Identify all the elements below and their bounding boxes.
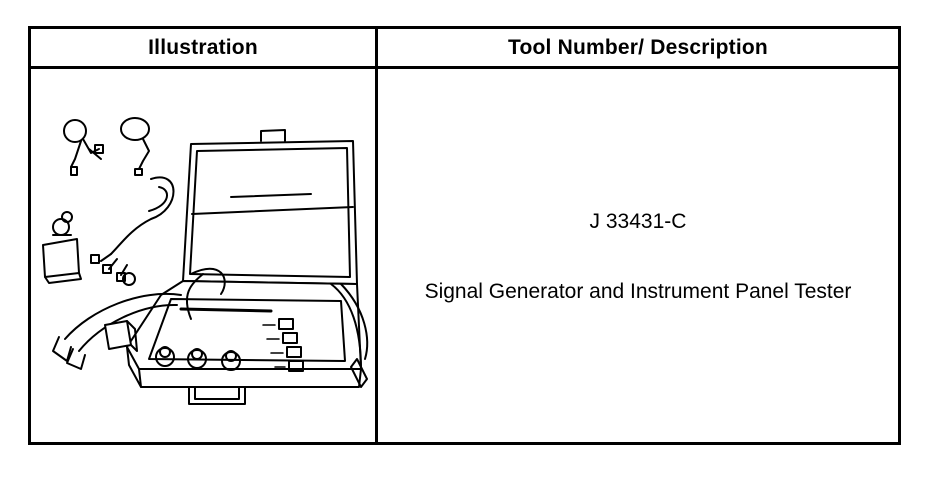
table-header-row: Illustration Tool Number/ Description bbox=[31, 29, 898, 69]
header-illustration: Illustration bbox=[148, 36, 258, 59]
tool-number: J 33431-C bbox=[589, 210, 687, 233]
illustration-cell bbox=[31, 69, 375, 442]
header-tool-description: Tool Number/ Description bbox=[508, 36, 768, 59]
tool-table: Illustration Tool Number/ Description bbox=[28, 26, 901, 445]
tool-description: Signal Generator and Instrument Panel Te… bbox=[424, 280, 852, 303]
signal-generator-case-icon bbox=[42, 117, 369, 405]
column-divider bbox=[375, 29, 378, 442]
tool-description-cell: J 33431-C Signal Generator and Instrumen… bbox=[378, 69, 898, 442]
